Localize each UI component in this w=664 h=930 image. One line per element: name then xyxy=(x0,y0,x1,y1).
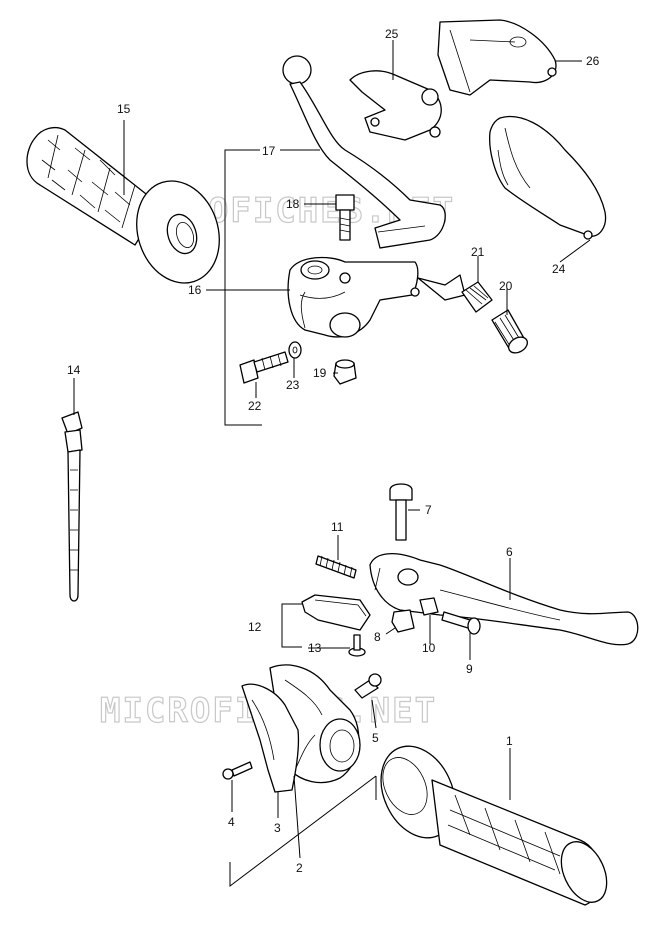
part-23-washer xyxy=(288,341,302,359)
callout-14: 14 xyxy=(67,363,81,377)
callout-13: 13 xyxy=(308,641,322,655)
part-18-bolt xyxy=(335,194,355,241)
callout-12: 12 xyxy=(248,620,262,634)
callout-26: 26 xyxy=(586,54,600,68)
callout-25: 25 xyxy=(385,27,399,41)
part-17-clutch-lever xyxy=(282,55,446,249)
callout-23: 23 xyxy=(286,378,300,392)
part-10-nut xyxy=(419,597,439,616)
part-19-nut xyxy=(333,359,357,385)
leader-lines xyxy=(73,40,591,859)
callout-17: 17 xyxy=(262,144,276,158)
part-1-right-grip xyxy=(380,745,608,906)
part-24-lever-guard xyxy=(489,115,607,240)
part-14-cable-tie xyxy=(61,411,83,602)
callout-2: 2 xyxy=(296,861,303,875)
callout-15: 15 xyxy=(117,102,131,116)
callout-3: 3 xyxy=(274,821,281,835)
callout-6: 6 xyxy=(506,545,513,559)
callout-1: 1 xyxy=(506,734,513,748)
part-21-adjuster-nut xyxy=(461,281,493,313)
callout-4: 4 xyxy=(228,815,235,829)
callout-16: 16 xyxy=(188,283,202,297)
callout-21: 21 xyxy=(471,245,485,259)
part-13-screw xyxy=(348,634,366,657)
callouts: 1 2 3 4 5 6 7 8 9 10 11 12 13 14 15 16 1… xyxy=(67,27,600,875)
callout-10: 10 xyxy=(422,641,436,655)
callout-11: 11 xyxy=(331,520,344,534)
part-4-screw xyxy=(222,761,253,780)
callout-18: 18 xyxy=(286,197,300,211)
part-20-adjuster-bolt xyxy=(491,309,528,354)
part-22-bolt xyxy=(239,351,289,384)
callout-5: 5 xyxy=(372,731,379,745)
part-11-spring xyxy=(315,555,357,579)
part-8-nut xyxy=(391,609,415,633)
callout-20: 20 xyxy=(499,279,513,293)
part-26-cover xyxy=(437,19,557,96)
part-16-lever-holder xyxy=(287,256,466,338)
part-3-cover xyxy=(241,683,300,793)
callout-7: 7 xyxy=(425,503,432,517)
callout-9: 9 xyxy=(466,662,473,676)
part-12-brake-switch xyxy=(301,594,371,631)
callout-8: 8 xyxy=(374,630,381,644)
callout-24: 24 xyxy=(552,262,566,276)
part-5-screw xyxy=(354,673,382,699)
part-25-bracket xyxy=(349,70,442,141)
part-15-left-grip xyxy=(26,127,220,284)
part-6-brake-lever xyxy=(369,553,639,646)
part-7-pivot-bolt xyxy=(389,483,413,541)
callout-19: 19 xyxy=(313,366,327,380)
callout-22: 22 xyxy=(248,399,262,413)
part-9-bolt xyxy=(441,611,481,635)
